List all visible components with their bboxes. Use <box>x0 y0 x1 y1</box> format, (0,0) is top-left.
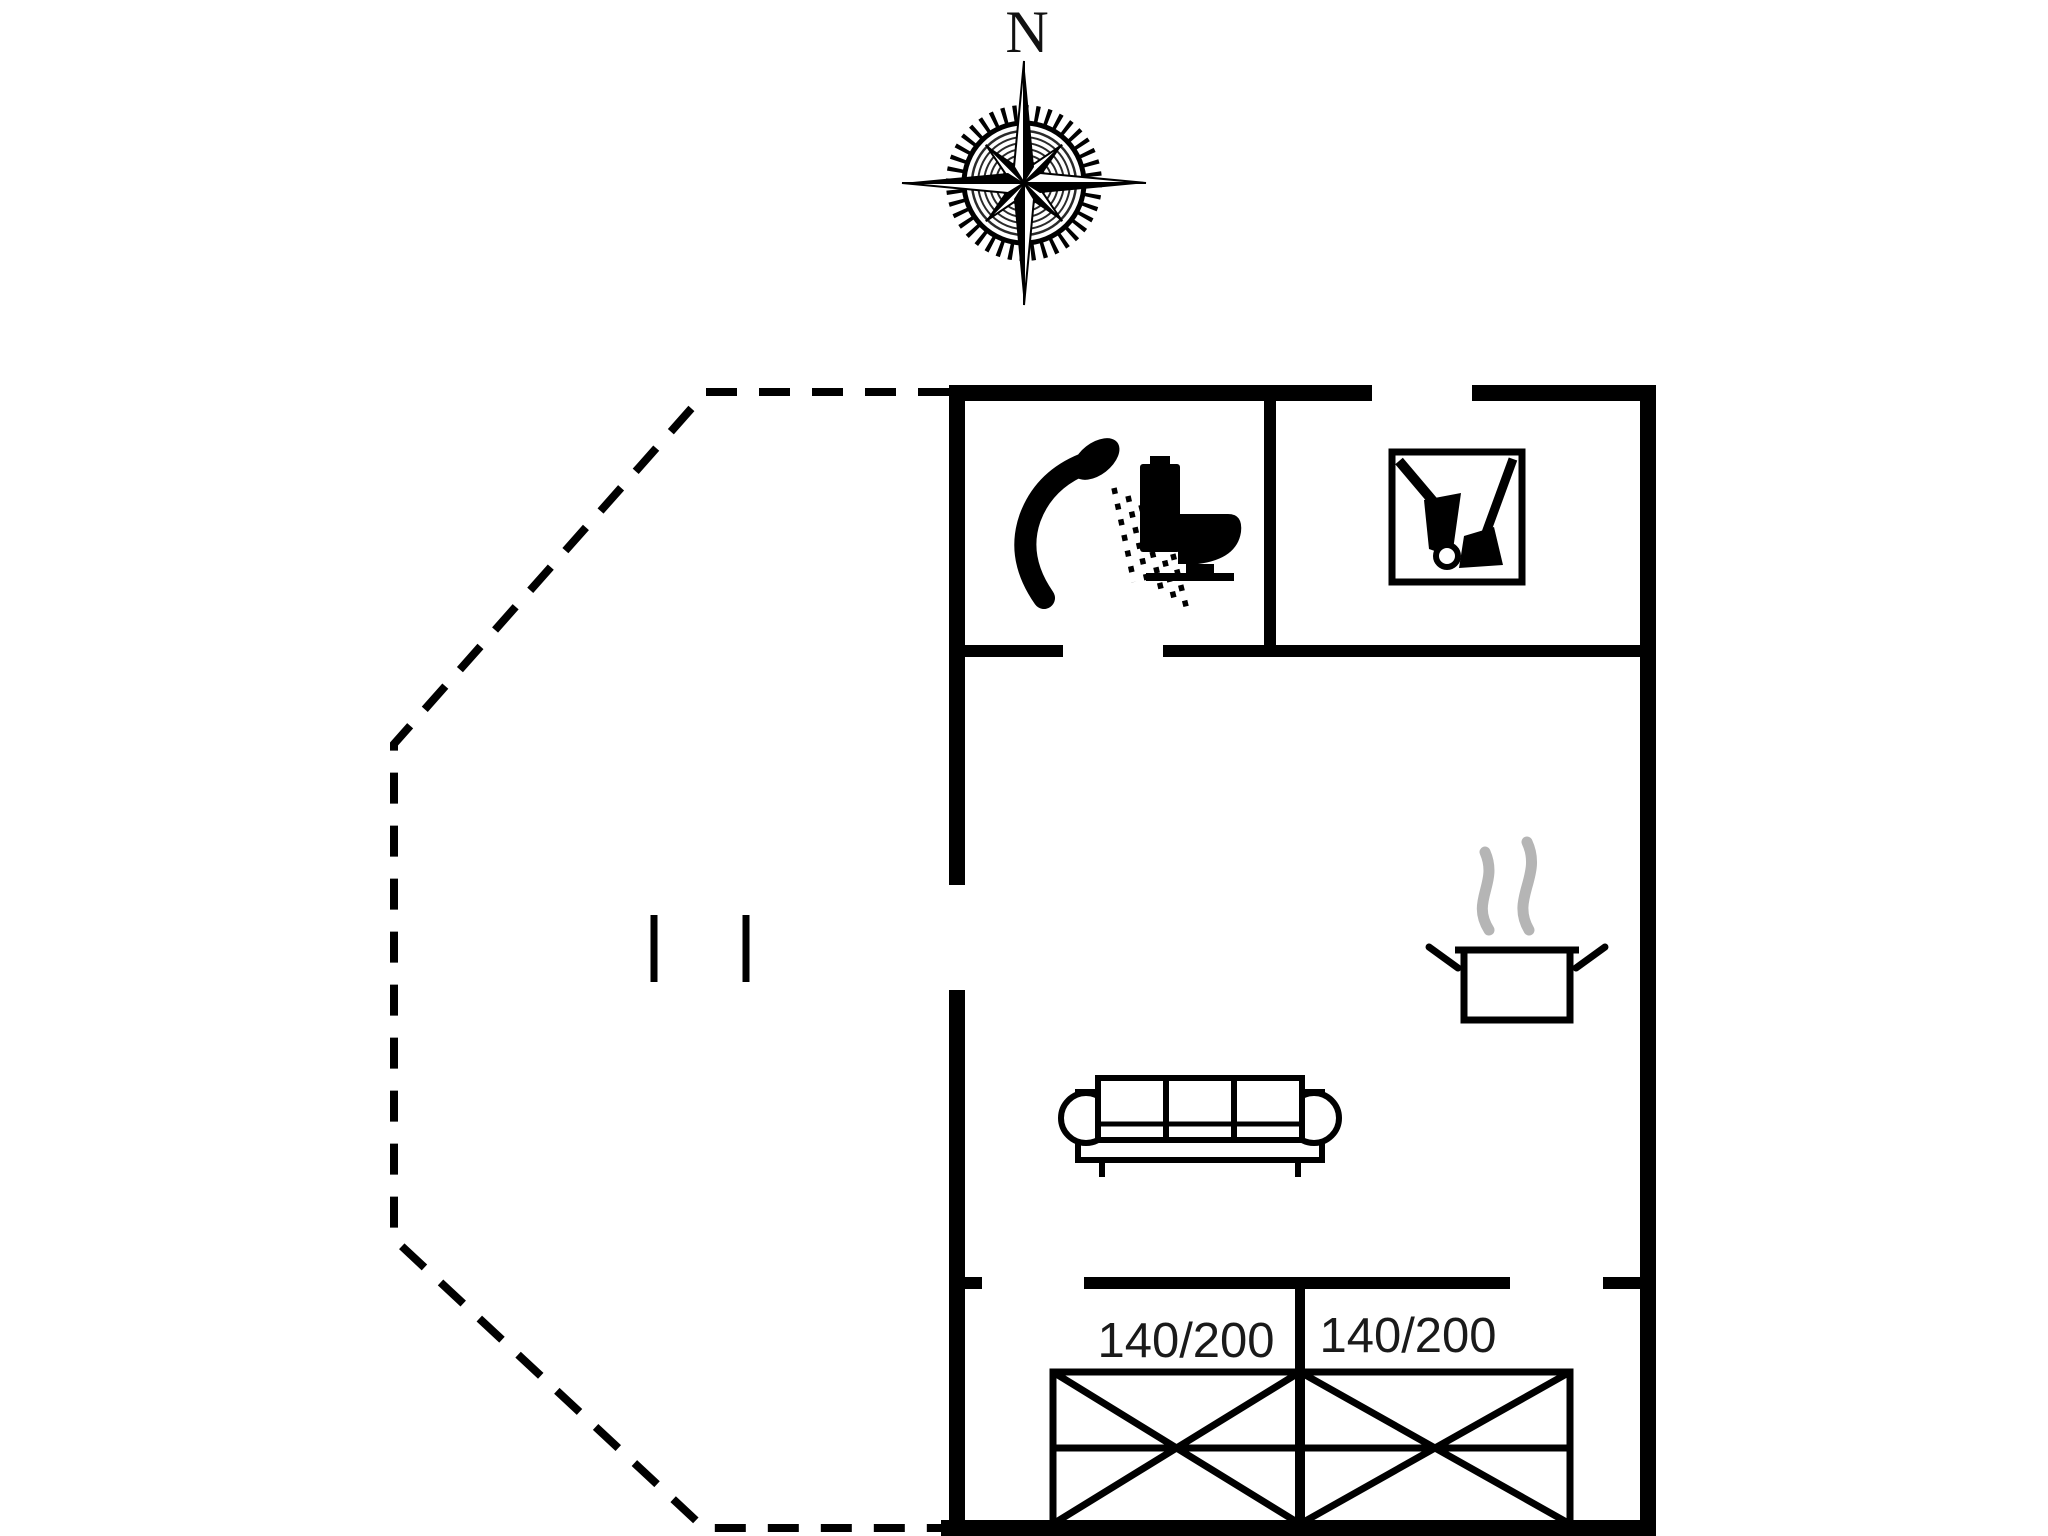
shower-icon <box>1014 438 1191 615</box>
utility-room <box>1388 448 1526 586</box>
terrace-dashed-outline <box>390 388 949 1532</box>
double-bed-icon <box>1049 1368 1574 1528</box>
sofa-cushion <box>1095 1075 1169 1143</box>
sofa-cushion <box>1231 1075 1305 1143</box>
stove-ring <box>1433 542 1461 570</box>
toilet-icon <box>1140 456 1242 581</box>
shower-spray <box>1111 487 1191 615</box>
compass-star <box>901 60 1147 306</box>
stove-poker-head <box>1459 527 1503 568</box>
wood-stove-icon <box>1388 448 1526 586</box>
kitchen-living-room <box>1058 836 1609 1177</box>
steam-icon <box>1476 836 1537 936</box>
compass-north-label: N <box>1005 0 1048 65</box>
terrace <box>390 388 949 1532</box>
stove-poker-handle <box>1478 457 1518 543</box>
walls <box>941 385 1656 1536</box>
compass-rose-icon: N <box>901 0 1147 306</box>
sofa-cushion <box>1163 1075 1237 1143</box>
bed-size-label: 140/200 <box>1097 1314 1274 1368</box>
bathroom <box>1014 438 1242 615</box>
stove-shovel-blade <box>1424 493 1461 557</box>
bed-size-label: 140/200 <box>1319 1309 1496 1363</box>
sofa-icon <box>1058 1075 1342 1177</box>
compass-cardinal-points <box>901 60 1147 306</box>
cooking-pot-icon <box>1425 943 1609 1024</box>
bedrooms: 140/200 140/200 <box>1049 1309 1574 1528</box>
